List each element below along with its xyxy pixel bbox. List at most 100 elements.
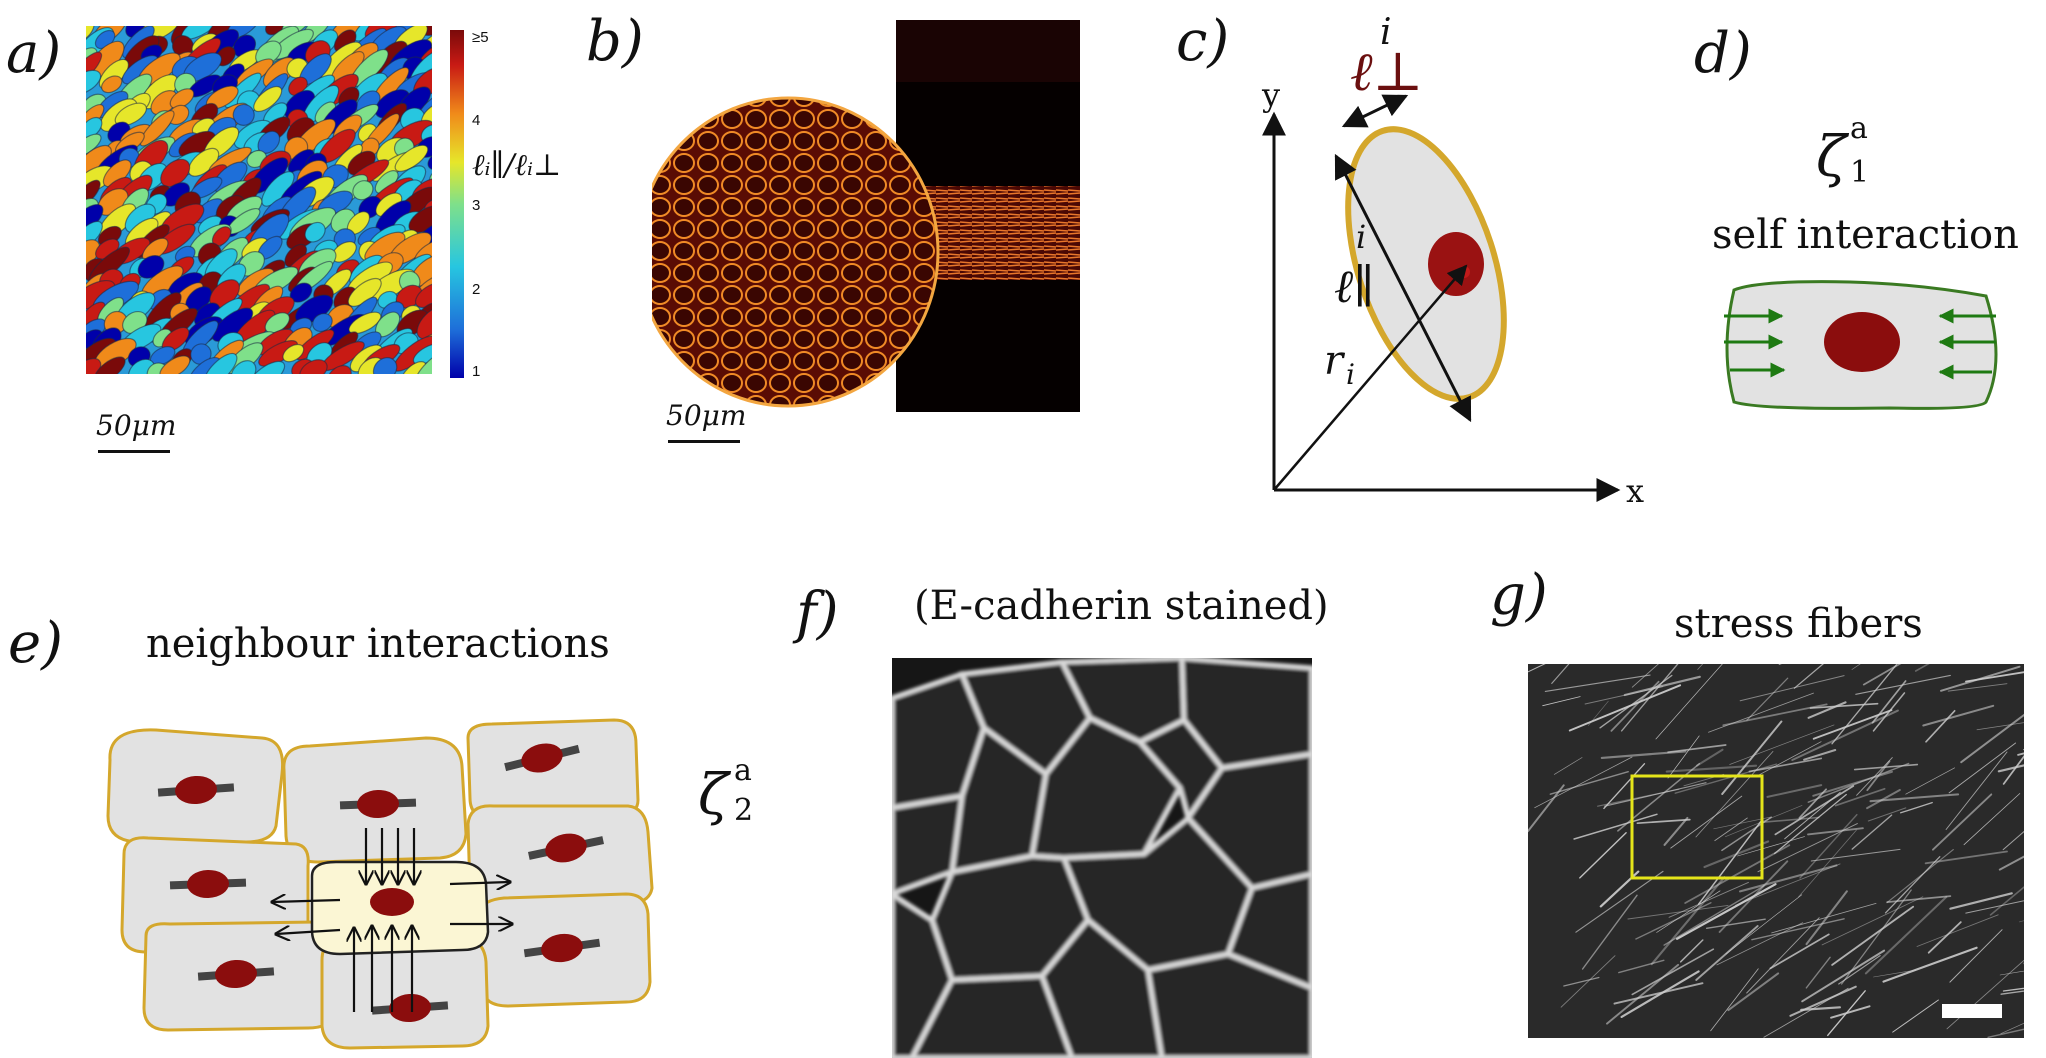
neighbour-interactions-title: neighbour interactions <box>146 621 610 667</box>
zeta-1-sup: a <box>1850 111 1868 146</box>
fiber-streak <box>1563 976 1600 987</box>
panel-a-label: a) <box>6 21 62 86</box>
cell-patch <box>348 311 382 335</box>
fiber-streak <box>2000 990 2024 995</box>
fiber-streak <box>1892 999 1939 1033</box>
fiber-streak <box>1798 829 1857 898</box>
fiber-streak <box>1551 664 1570 684</box>
panel-b-label: b) <box>586 9 644 74</box>
ell-perp-sup: i <box>1380 12 1392 53</box>
fiber-streak <box>1866 760 1891 792</box>
panel-a-scale-text: 50μm <box>96 409 177 442</box>
fiber-streak <box>1737 836 1805 857</box>
panel-b-scale-bar <box>668 440 740 443</box>
ell-par-label: ℓ∥ <box>1334 259 1374 313</box>
colorbar-tick-2: 2 <box>472 281 481 298</box>
fiber-streak <box>1751 918 1845 941</box>
fiber-streak <box>1553 757 1583 775</box>
fiber-streak <box>1830 1005 1871 1019</box>
fiber-streak <box>1695 750 1774 838</box>
fiber-streak <box>1725 894 1803 955</box>
cell-patch <box>100 75 123 94</box>
nuclei <box>157 743 605 1023</box>
fiber-streak <box>1791 709 1899 762</box>
fiber-streak <box>1805 890 1848 946</box>
fiber-streak <box>1668 881 1749 918</box>
fiber-streak <box>1831 905 1915 966</box>
fiber-streak <box>1575 870 1664 933</box>
stress-fibers-title: stress fibers <box>1674 601 1923 647</box>
fiber-streak <box>1800 1006 1841 1011</box>
cell-patch <box>394 144 429 172</box>
fiber-streak <box>1900 801 1933 814</box>
fiber-streak <box>1627 904 1729 920</box>
fiber-streak <box>1631 664 1659 688</box>
fiber-streak <box>1721 720 1783 795</box>
panel-b-micrograph <box>648 20 1080 412</box>
fiber-streak <box>1735 863 1841 906</box>
fiber-streak <box>1697 819 1763 905</box>
panel-g-micrograph <box>1528 664 2024 1038</box>
fiber-streak <box>1855 674 1951 695</box>
fiber-streak <box>1755 741 1822 778</box>
fiber-streak <box>1729 724 1835 765</box>
cell-patch <box>139 110 175 147</box>
fiber-streak <box>1884 856 1941 914</box>
fiber-streak <box>1905 767 1956 795</box>
cell-patch <box>86 116 103 140</box>
fiber-streak <box>1965 671 2024 683</box>
fiber-streak <box>1864 895 1948 975</box>
fiber-streak <box>1600 750 1687 759</box>
fiber-streak <box>1573 813 1658 840</box>
fiber-streak <box>1725 805 1803 838</box>
fiber-streak <box>1746 677 1789 721</box>
fiber-streak <box>1789 985 1857 1017</box>
ell-perp-arrow <box>1341 94 1409 128</box>
cell-patch <box>299 359 328 374</box>
fiber-streak <box>1766 784 1823 798</box>
fiber-streak <box>1948 742 2017 794</box>
fiber-streak <box>1840 889 1912 985</box>
fiber-streak <box>1714 817 1748 842</box>
cell-patch <box>86 26 95 44</box>
fiber-streak <box>1663 816 1689 846</box>
cell-patch <box>414 282 432 309</box>
colorbar-label: ℓᵢ∥/ℓᵢ⊥ <box>472 148 562 183</box>
fiber-streak <box>1620 664 1679 732</box>
panel-g-scale-bar <box>1942 1004 2002 1018</box>
fiber-streak <box>1667 735 1700 779</box>
cell-patch <box>127 358 156 374</box>
fiber-streak <box>1670 795 1743 849</box>
cell-patch <box>159 355 191 374</box>
fiber-streak <box>1960 713 2024 764</box>
fiber-streak <box>1998 855 2024 871</box>
fiber-streak <box>1599 674 1673 729</box>
panel-f-label: f) <box>796 581 839 646</box>
fiber-streak <box>1610 680 1660 732</box>
fiber-streak <box>1809 702 1879 709</box>
fiber-streak <box>1886 849 1954 904</box>
cell-nucleus <box>1428 232 1484 296</box>
fiber-streak <box>1774 785 1855 836</box>
cell-patch <box>326 365 352 374</box>
fiber-streak <box>1773 793 1847 855</box>
fiber-streak <box>1807 762 1910 803</box>
cell-patch <box>414 351 432 374</box>
fiber-streak <box>1801 949 1886 1003</box>
zeta-1-sub: 1 <box>1850 155 1869 190</box>
cell-patch <box>427 150 432 171</box>
fiber-streak <box>1810 848 1901 862</box>
fiber-streak <box>1695 925 1759 981</box>
fiber-streak <box>1925 709 1956 743</box>
fiber-streak <box>1869 793 1960 803</box>
fiber-streak <box>1623 675 1701 697</box>
panel-g-label: g) <box>1490 563 1548 628</box>
cell-patch <box>372 357 398 374</box>
fiber-streak <box>1705 918 1766 929</box>
fiber-streak <box>1867 807 1907 822</box>
fiber-streak <box>1963 793 2021 846</box>
cell-patch <box>203 352 238 374</box>
roi-box <box>1630 774 1764 880</box>
cell-patch <box>230 360 257 374</box>
fiber-streak <box>1603 763 1646 810</box>
